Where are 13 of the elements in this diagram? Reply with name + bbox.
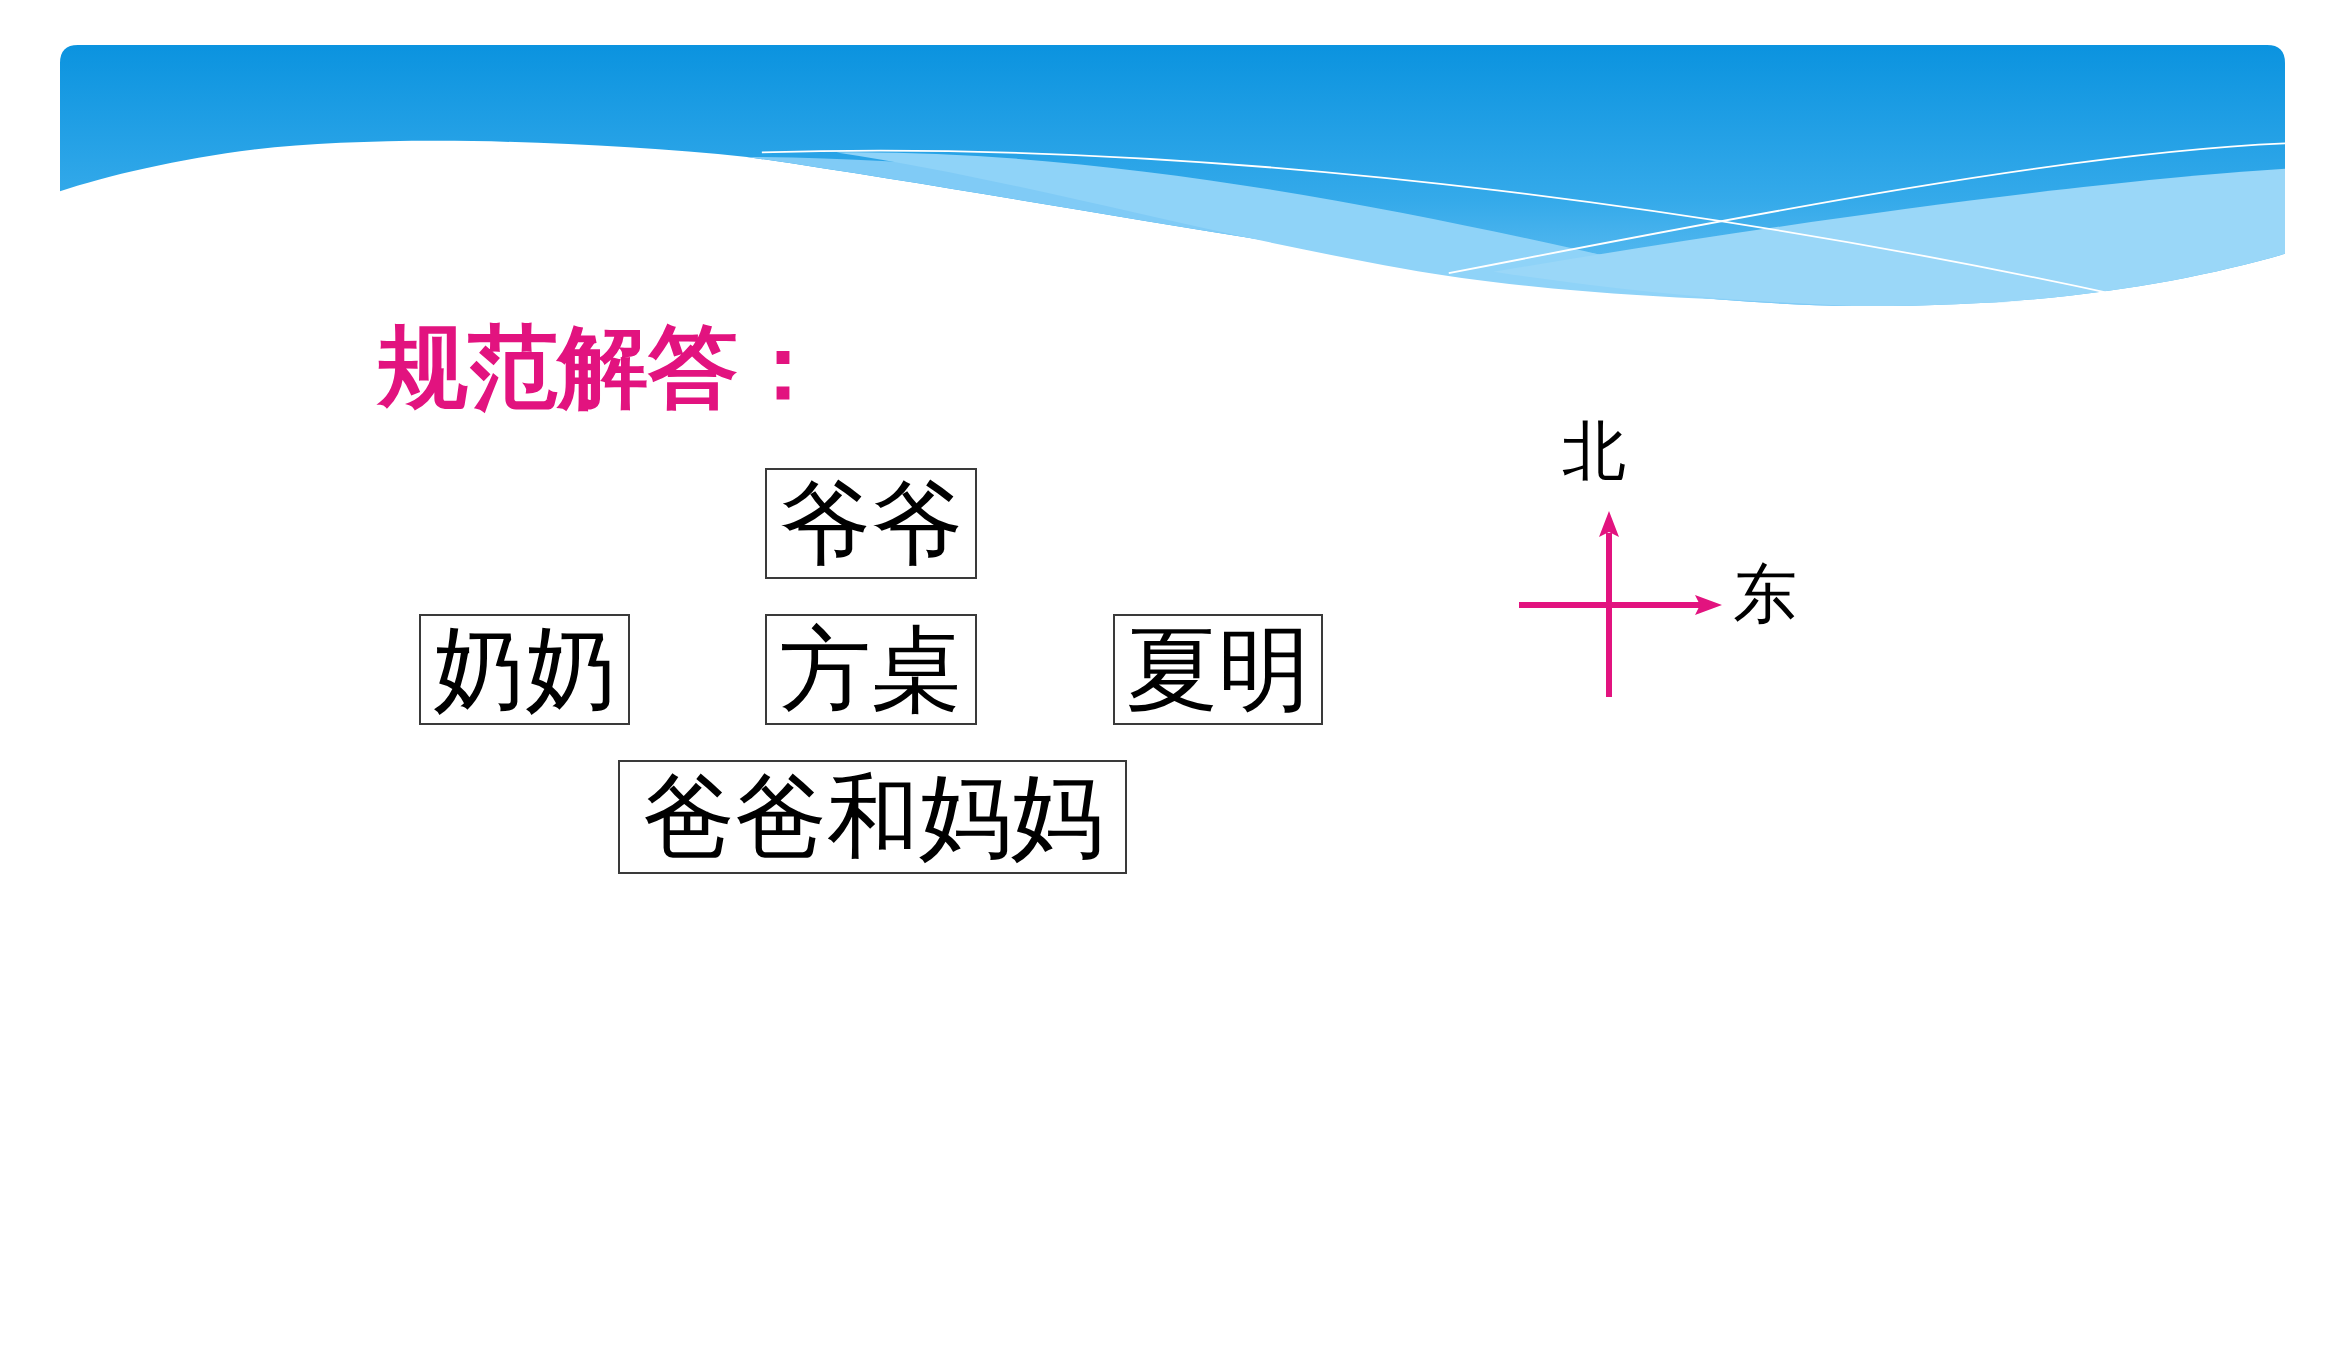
name-label-box bbox=[765, 614, 977, 725]
name-label: 爷爷 bbox=[779, 477, 963, 570]
name-label-box bbox=[1113, 614, 1323, 725]
name-label-box bbox=[419, 614, 630, 725]
name-label-box bbox=[765, 468, 977, 579]
title: 规范解答： bbox=[378, 318, 828, 417]
name-label: 夏明 bbox=[1126, 623, 1310, 716]
name-label-box bbox=[618, 760, 1127, 874]
name-label: 奶奶 bbox=[432, 623, 617, 716]
name-label: 爸爸和妈妈 bbox=[642, 771, 1103, 863]
direction-label: 北 bbox=[1562, 420, 1626, 484]
direction-label: 东 bbox=[1733, 563, 1797, 627]
name-label: 方桌 bbox=[779, 623, 963, 716]
